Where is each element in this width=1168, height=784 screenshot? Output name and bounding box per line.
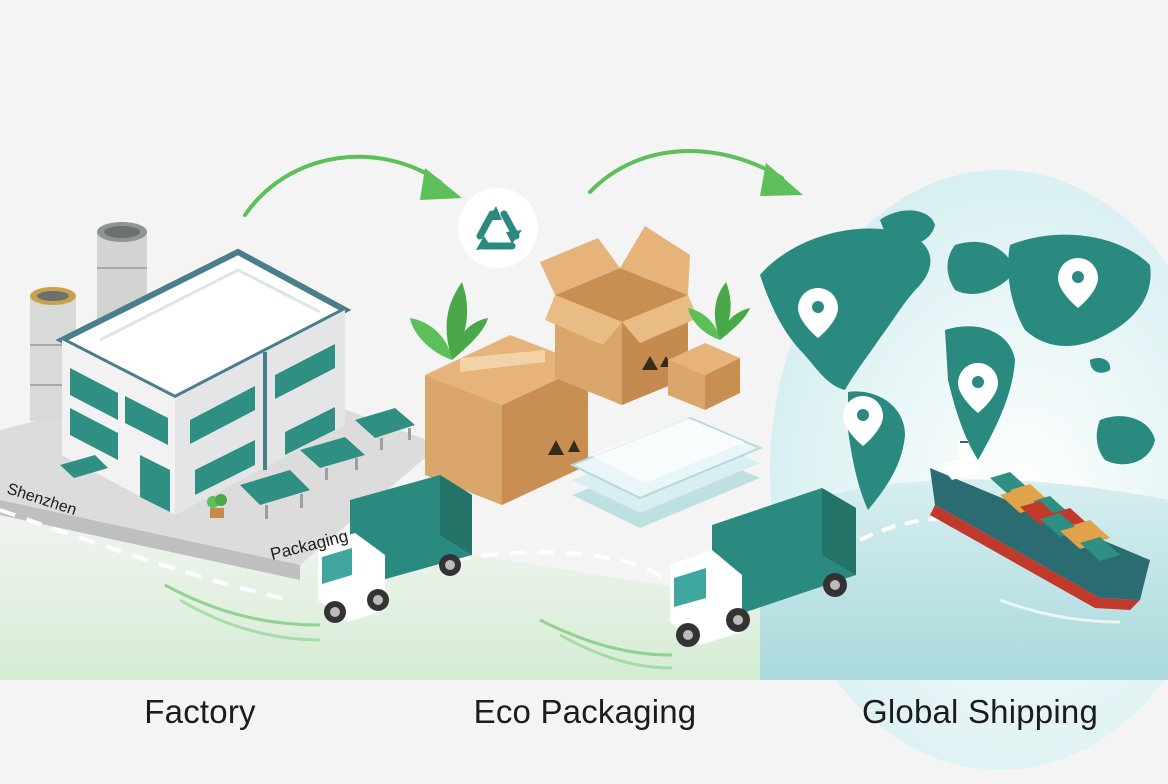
leaf-icon: [410, 282, 488, 360]
stage-label-eco-packaging: Eco Packaging: [473, 693, 697, 730]
ship-bridge: [940, 455, 985, 480]
container-ship: [930, 440, 1150, 624]
flow-arrows: [243, 149, 803, 217]
shipping-containers: [990, 472, 1120, 561]
arrow-factory-to-packaging: [243, 154, 442, 217]
factory-door: [140, 455, 170, 512]
stage-label-global-shipping: Global Shipping: [862, 693, 1098, 730]
location-pin-icon: [798, 288, 838, 338]
islands: [1090, 358, 1111, 373]
europe: [947, 241, 1015, 294]
stage-label-factory: Factory: [144, 693, 256, 730]
potted-plant: [207, 494, 227, 518]
arrow-packaging-to-shipping: [588, 149, 784, 194]
workbenches: [60, 408, 415, 505]
north-america: [760, 228, 931, 390]
bubble-wrap-stack: [569, 416, 763, 528]
cardboard-box: [425, 335, 588, 405]
location-pin-icon: [958, 363, 998, 413]
australia: [1096, 416, 1155, 465]
leaf-icon: [688, 282, 750, 340]
delivery-truck: [539, 488, 981, 670]
recycle-icon: [458, 188, 538, 268]
factory: [0, 222, 440, 602]
factory-windows: [70, 344, 335, 495]
arrow-head-icon: [420, 168, 462, 200]
eco-packaging: [319, 226, 763, 602]
location-pins: [798, 258, 1098, 446]
open-cardboard-box: [555, 268, 688, 322]
road-dashes: [0, 508, 291, 602]
location-pin-icon: [1058, 258, 1098, 308]
arrow-head-icon: [760, 163, 803, 196]
greenland: [880, 210, 935, 245]
small-cardboard-box: [668, 343, 740, 375]
location-pin-icon: [843, 396, 883, 446]
delivery-truck: [164, 475, 472, 642]
